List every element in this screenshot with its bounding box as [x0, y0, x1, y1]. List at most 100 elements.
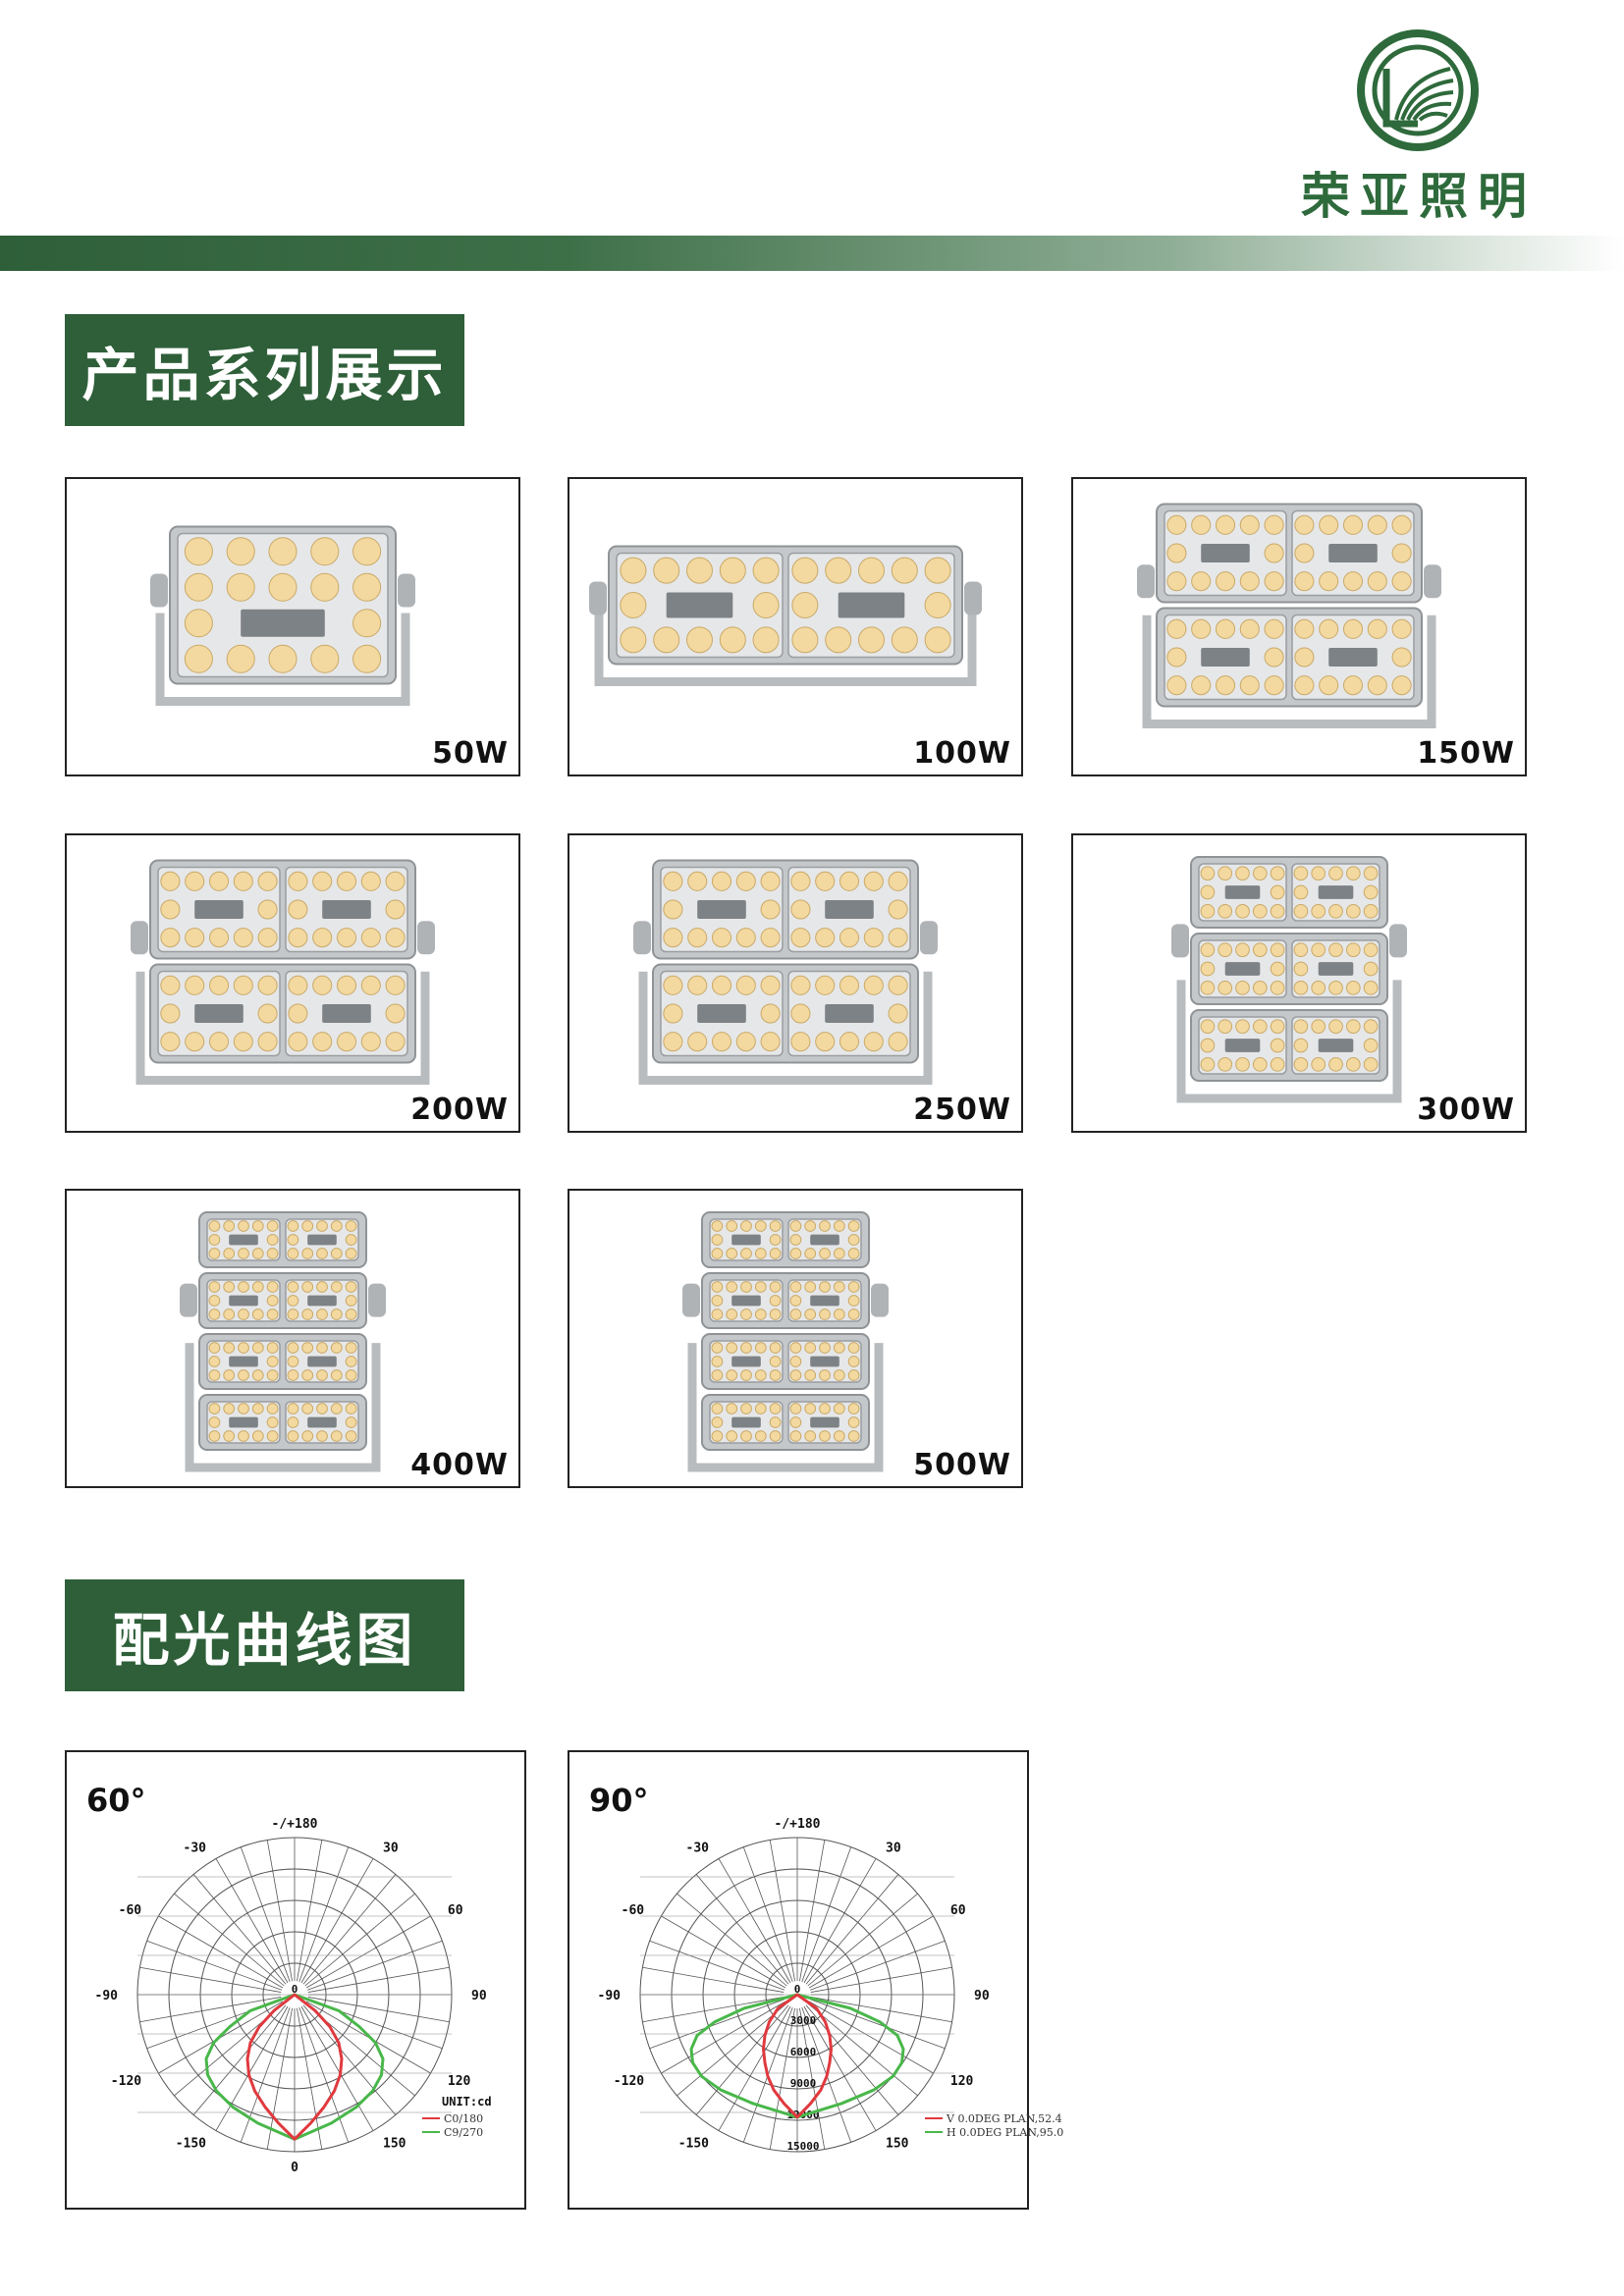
- lamp-knob: [682, 1283, 700, 1317]
- led-chip: [790, 975, 811, 995]
- led-driver: [307, 1295, 337, 1307]
- led-chip: [1252, 1019, 1268, 1035]
- led-chip: [288, 928, 308, 948]
- led-driver: [307, 1234, 337, 1246]
- led-chip: [1270, 903, 1285, 919]
- led-chip: [791, 592, 819, 618]
- floodlight-image: [180, 1211, 386, 1472]
- grid-spoke: [661, 1915, 786, 1989]
- led-chip: [1363, 980, 1379, 995]
- led-chip: [819, 1248, 831, 1259]
- led-chip: [735, 1032, 756, 1052]
- led-chip: [754, 1220, 767, 1232]
- led-chip: [287, 1281, 299, 1293]
- led-chip: [266, 1369, 279, 1381]
- led-chip: [863, 975, 884, 995]
- led-chip: [769, 1295, 782, 1307]
- product-card: 200W: [65, 833, 520, 1133]
- floodlight-image: [682, 1211, 889, 1472]
- led-chip: [769, 1308, 782, 1320]
- grid-spoke: [799, 2007, 826, 2150]
- grid-spoke: [215, 2005, 289, 2131]
- led-chip: [804, 1248, 817, 1259]
- led-chip: [924, 557, 951, 584]
- led-chip: [257, 928, 278, 948]
- led-chip: [1270, 866, 1285, 881]
- led-chip: [891, 626, 918, 654]
- grid-spoke: [649, 1999, 785, 2050]
- led-chip: [1166, 675, 1187, 696]
- led-chip: [336, 975, 357, 995]
- led-chip: [711, 1369, 724, 1381]
- led-chip: [839, 975, 860, 995]
- led-chip: [687, 1032, 708, 1052]
- led-chip: [819, 1281, 831, 1293]
- led-chip: [312, 1032, 333, 1052]
- led-chip: [1363, 1056, 1379, 1072]
- led-driver: [731, 1295, 761, 1307]
- grid-spoke: [298, 1846, 350, 1982]
- led-chip: [287, 1403, 299, 1415]
- led-chip: [789, 1356, 802, 1367]
- led-chip: [847, 1248, 860, 1259]
- led-chip: [653, 626, 680, 654]
- led-chip: [726, 1308, 738, 1320]
- led-chip: [1264, 675, 1284, 696]
- led-chip: [1191, 675, 1212, 696]
- product-wattage: 150W: [1417, 736, 1515, 771]
- led-chip: [226, 537, 255, 566]
- led-chip: [1191, 514, 1212, 535]
- led-chip: [1252, 1056, 1268, 1072]
- led-chip: [1311, 1056, 1326, 1072]
- led-chip: [686, 557, 713, 584]
- led-chip: [1235, 866, 1250, 881]
- led-chip: [1270, 1038, 1285, 1053]
- led-chip: [184, 537, 213, 566]
- led-chip: [160, 975, 181, 995]
- grid-spoke: [807, 2002, 918, 2097]
- led-chip: [804, 1430, 817, 1442]
- led-chip: [1311, 942, 1326, 958]
- led-chip: [287, 1220, 299, 1232]
- center-label: 0: [794, 1983, 801, 1996]
- led-chip: [815, 871, 836, 891]
- led-chip: [385, 1032, 406, 1052]
- angle-label: -60: [119, 1903, 142, 1918]
- led-chip: [740, 1220, 752, 1232]
- led-chip: [1200, 1038, 1216, 1053]
- led-chip: [789, 1248, 802, 1259]
- led-chip: [301, 1248, 314, 1259]
- radial-label: 6000: [790, 2046, 817, 2058]
- led-chip: [726, 1248, 738, 1259]
- grid-spoke: [718, 1858, 791, 1984]
- led-chip: [360, 975, 381, 995]
- led-chip: [1319, 571, 1339, 592]
- led-chip: [847, 1295, 860, 1307]
- led-chip: [769, 1416, 782, 1428]
- led-chip: [266, 1430, 279, 1442]
- angle-label: 120: [448, 2074, 471, 2089]
- brand-name: 荣亚照明: [1301, 168, 1537, 225]
- led-chip: [819, 1403, 831, 1415]
- grid-spoke: [808, 1915, 934, 1989]
- led-chip: [1270, 961, 1285, 977]
- led-chip: [687, 871, 708, 891]
- led-chip: [711, 1281, 724, 1293]
- led-driver: [194, 1003, 244, 1024]
- grid-spoke: [677, 2002, 787, 2097]
- led-chip: [345, 1403, 357, 1415]
- angle-label: -120: [614, 2074, 644, 2089]
- led-chip: [819, 1220, 831, 1232]
- grid-spoke: [174, 1893, 285, 1987]
- led-chip: [754, 1248, 767, 1259]
- polar-grid: [136, 1837, 453, 2153]
- floodlight-image: [589, 545, 982, 686]
- led-chip: [1363, 961, 1379, 977]
- angle-label: -120: [111, 2074, 141, 2089]
- angle-label: -90: [598, 1989, 622, 2003]
- led-chip: [1252, 866, 1268, 881]
- led-chip: [1294, 514, 1315, 535]
- led-driver: [731, 1234, 761, 1246]
- angle-label: -30: [184, 1841, 207, 1855]
- led-chip: [208, 1248, 221, 1259]
